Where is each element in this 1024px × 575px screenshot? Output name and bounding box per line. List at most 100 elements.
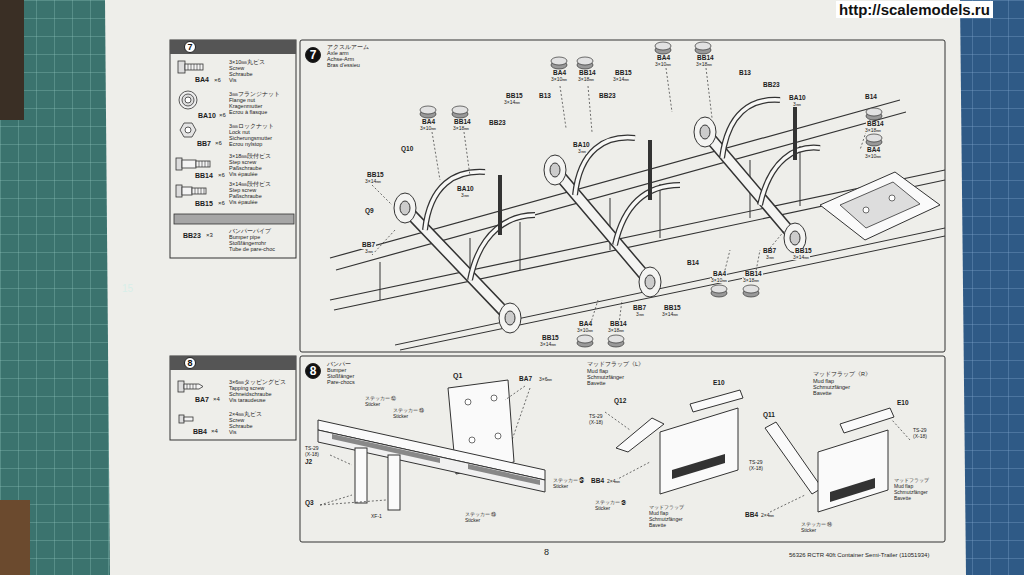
label-text: Lock nut	[228, 130, 251, 136]
part-number: BB4	[744, 512, 759, 519]
label-text: Ecrou nylstop	[228, 142, 263, 148]
frame-rail	[330, 170, 945, 310]
bumper-upright	[388, 455, 400, 510]
tapping-screw	[184, 384, 203, 389]
label-text: Paßschraube	[228, 194, 263, 200]
label-text: 3×18㎜	[577, 77, 595, 82]
label-text: Screw	[228, 66, 245, 72]
part-number: Q12	[613, 398, 627, 405]
part-number: BA10	[572, 142, 591, 149]
label-text: TS-29	[748, 460, 764, 465]
label-text: Bavette	[893, 496, 912, 501]
screw-thread	[195, 188, 204, 194]
label-text: 3×6㎜	[538, 377, 553, 382]
label-text: 3×14㎜	[661, 312, 679, 317]
label-text: マッドフラップ	[893, 478, 930, 483]
screw-shaft	[182, 160, 196, 168]
part-number: BA4	[421, 119, 436, 126]
part-icons	[420, 42, 882, 347]
label-text: (X-18)	[588, 420, 604, 425]
label-text: Vis	[228, 78, 238, 84]
part-icon	[655, 42, 671, 50]
bumper-mount-plate	[820, 172, 940, 240]
part-icon	[695, 42, 711, 50]
wheel-hub	[694, 117, 716, 147]
part-number: B14	[686, 260, 700, 267]
part-number: BB14	[609, 321, 628, 328]
label-text: Schmutzfänger	[893, 490, 929, 495]
label-text: 3×10㎜	[419, 126, 437, 131]
flange-nut	[182, 94, 194, 106]
label-text: アクスルアーム	[326, 44, 370, 50]
label-text: 56326 RCTR 40ft Container Semi-Trailer (…	[788, 552, 930, 558]
label-text: 2×4㎜	[606, 479, 621, 484]
part-icon	[452, 106, 468, 114]
part-number: BB14	[453, 119, 472, 126]
label-text: 3×10㎜	[550, 77, 568, 82]
part-icon	[551, 57, 567, 65]
mount-hole	[889, 195, 895, 201]
part-number: Q3	[304, 500, 315, 507]
wheel-hub	[499, 303, 521, 333]
step-panel	[300, 40, 945, 352]
wood-table	[0, 500, 30, 575]
screw-shaft	[185, 64, 203, 70]
mount-hole	[491, 395, 497, 401]
step-number-text: 8	[310, 365, 317, 377]
wheel-hub	[700, 125, 710, 139]
label-text: Bras d'essieu	[326, 63, 361, 69]
part-number: BA4	[578, 321, 593, 328]
axle-tube	[405, 208, 510, 318]
screw-head	[176, 185, 182, 197]
label-text: 3㎜	[364, 249, 374, 254]
label-text: ×6	[213, 77, 222, 83]
label-text: 3×18㎜段付ビス	[228, 154, 272, 160]
part-number: BA4	[194, 76, 210, 83]
label-text: (X-18)	[912, 434, 928, 439]
axle-tube	[555, 170, 650, 282]
table-edge	[0, 0, 24, 120]
label-text: Pare-chocs	[326, 380, 356, 386]
label-text: ×3	[205, 232, 214, 238]
part-icon	[608, 335, 624, 343]
label-text: 3×10㎜	[710, 278, 728, 283]
label-text: Ecrou à flasque	[228, 110, 268, 116]
part-number: BA7	[518, 376, 533, 383]
screw-head	[178, 61, 185, 73]
label-text: (X-18)	[748, 466, 764, 471]
label-text: Schneidschraube	[228, 392, 273, 398]
part-number: BB23	[182, 232, 202, 239]
part-number: BB23	[762, 82, 781, 89]
label-text: ステッカー ⑬	[392, 408, 425, 413]
label-text: 3㎜ロックナット	[228, 124, 275, 130]
wheel-hub	[544, 155, 566, 185]
part-number: BB7	[196, 140, 212, 147]
label-text: 3×10㎜	[654, 62, 672, 67]
part-icon	[577, 335, 593, 343]
wheel-hub	[790, 231, 800, 245]
part-number: BB14	[696, 55, 715, 62]
flange-nut	[185, 97, 191, 103]
wheel-hub	[394, 193, 416, 223]
label-text: ステッカー ㉔	[594, 500, 627, 505]
part-number: BB23	[488, 120, 507, 127]
label-text: 3㎜	[577, 149, 587, 154]
label-text: Tube de pare-choc	[228, 247, 276, 253]
bumper-pipe	[500, 102, 795, 235]
label-text: Mud flap	[648, 511, 669, 516]
label-text: Mud flap	[812, 379, 835, 385]
part-number: BA10	[197, 112, 217, 119]
label-text: ステッカー ⑫	[364, 396, 397, 401]
bumper-sticker	[468, 464, 540, 485]
part-number: BB15	[663, 305, 682, 312]
screw-thread	[199, 161, 208, 167]
part-number: BB4	[590, 478, 605, 485]
label-text: Bavette	[586, 381, 607, 387]
mount-hole	[465, 399, 471, 405]
label-text: バンパーパイプ	[228, 229, 272, 235]
label-text: 2×4㎜丸ビス	[228, 412, 263, 418]
label-text: Bavette	[648, 523, 667, 528]
label-text: Achse-Arm	[326, 57, 355, 63]
mud-flap-plate	[840, 408, 894, 433]
screw-shaft	[192, 188, 206, 194]
